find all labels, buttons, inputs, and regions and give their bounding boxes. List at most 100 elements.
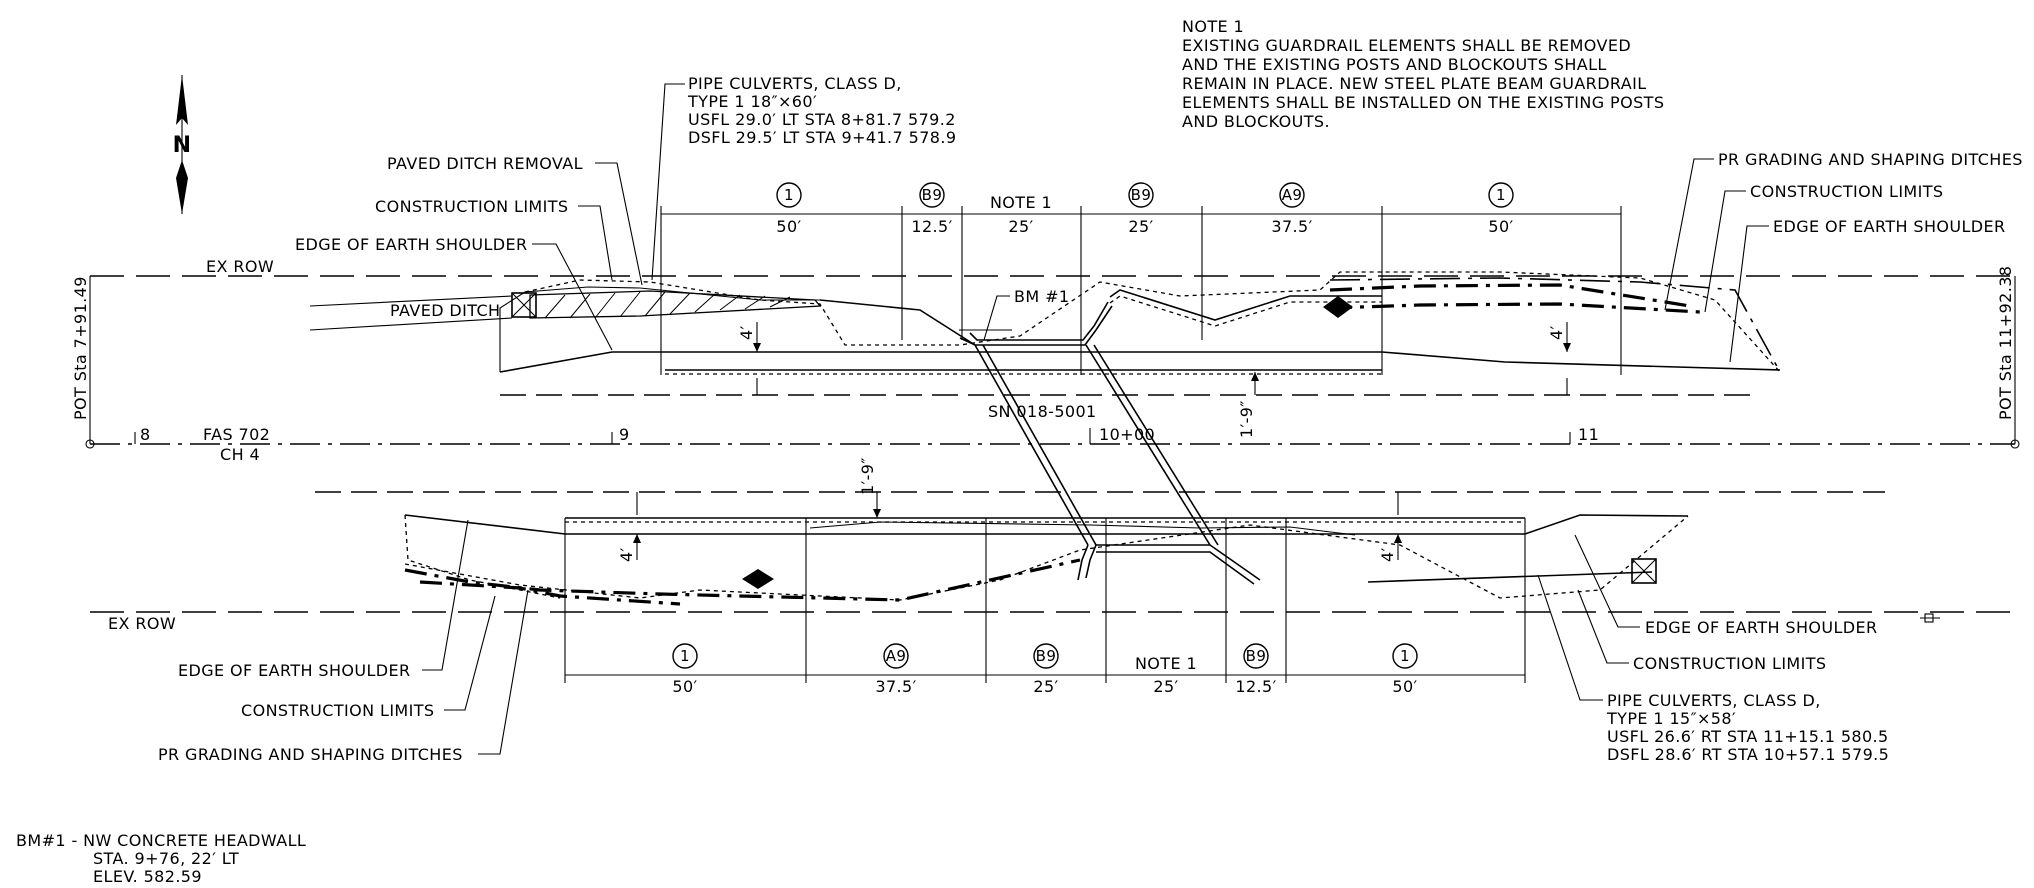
bottom-segment-2: A9 37.5′	[875, 643, 916, 696]
benchmark-line: ELEV. 582.59	[93, 867, 202, 886]
segment-length: 25′	[1153, 677, 1178, 696]
station-9-label: 9	[619, 425, 630, 444]
bridge-structure: BM #1 SN 018-5001	[959, 287, 1261, 585]
note-1-line: ELEMENTS SHALL BE INSTALLED ON THE EXIST…	[1182, 93, 1664, 112]
station-10-label: 10+00	[1099, 425, 1155, 444]
segment-length: 50′	[1392, 677, 1417, 696]
segment-length: 50′	[672, 677, 697, 696]
bottom-segment-3: B9 25′	[1033, 643, 1059, 696]
pipe-culvert-note-bottom: PIPE CULVERTS, CLASS D, TYPE 1 15″×58′ U…	[1537, 574, 1889, 764]
note-1-line: AND THE EXISTING POSTS AND BLOCKOUTS SHA…	[1182, 55, 1607, 74]
segment-symbol: 1	[1400, 647, 1410, 665]
bottom-segment-1: 1 50′	[672, 643, 698, 696]
paved-ditch-label: PAVED DITCH	[390, 301, 501, 320]
top-segment-4: B9 25′	[1128, 182, 1154, 236]
segment-length: 25′	[1008, 217, 1033, 236]
ex-row-label: EX ROW	[108, 614, 176, 633]
pipe-culvert-note-top: PIPE CULVERTS, CLASS D, TYPE 1 18″×60′ U…	[651, 74, 956, 281]
pipe-top-line: USFL 29.0′ LT STA 8+81.7 579.2	[688, 110, 956, 129]
segment-length: 50′	[1488, 217, 1513, 236]
segment-length: 12.5′	[911, 217, 952, 236]
dim-4-label: 4′	[617, 547, 636, 562]
construction-limits-label: CONSTRUCTION LIMITS	[241, 701, 435, 720]
top-segment-2: B9 12.5′	[911, 182, 952, 236]
pavement-edges	[315, 394, 1885, 493]
bottom-left-labels: EDGE OF EARTH SHOULDER CONSTRUCTION LIMI…	[158, 519, 529, 764]
benchmark-line: BM#1 - NW CONCRETE HEADWALL	[16, 831, 306, 850]
construction-limits-label: CONSTRUCTION LIMITS	[375, 197, 569, 216]
pipe-bottom-title: PIPE CULVERTS, CLASS D,	[1607, 691, 1821, 710]
dim-4-label: 4′	[1378, 547, 1397, 562]
benchmark-line: STA. 9+76, 22′ LT	[93, 849, 239, 868]
station-11-label: 11	[1578, 425, 1599, 444]
construction-limits-label: CONSTRUCTION LIMITS	[1633, 654, 1827, 673]
segment-length: 37.5′	[875, 677, 916, 696]
segment-symbol: 1	[1496, 186, 1506, 204]
bm1-label: BM #1	[1014, 287, 1069, 306]
dim-4-label: 4′	[737, 325, 756, 340]
ch-label: CH 4	[220, 445, 260, 464]
pipe-bottom-line: TYPE 1 15″×58′	[1606, 709, 1736, 728]
paved-ditch-removal-area	[529, 290, 822, 319]
top-segment-5: A9 37.5′	[1271, 182, 1312, 236]
pipe-top-title: PIPE CULVERTS, CLASS D,	[688, 74, 902, 93]
bottom-dimension-bar: 1 50′ A9 37.5′ B9 25′ NOTE 1 25′ B9 12.5…	[564, 518, 1526, 696]
top-left-labels: PAVED DITCH REMOVAL CONSTRUCTION LIMITS …	[206, 154, 643, 351]
inlet-box-bottom-icon	[1631, 558, 1657, 584]
pipe-top-line: DSFL 29.5′ LT STA 9+41.7 578.9	[688, 128, 956, 147]
edge-of-earth-shoulder-label: EDGE OF EARTH SHOULDER	[178, 661, 411, 680]
dim-1-9-label: 1′-9″	[1237, 400, 1256, 438]
segment-symbol: A9	[886, 647, 907, 665]
bottom-segment-6: 1 50′	[1392, 643, 1418, 696]
note-1-title: NOTE 1	[1182, 17, 1244, 36]
bottom-segment-4: NOTE 1 25′	[1135, 654, 1197, 696]
earth-shoulder-top	[499, 351, 1781, 373]
segment-symbol: 1	[784, 186, 794, 204]
segment-length: 37.5′	[1271, 217, 1312, 236]
centerline: 8 9 10+00 11 FAS 702 CH 4 POT Sta 7+91.4…	[71, 266, 2020, 464]
segment-symbol: A9	[1282, 186, 1303, 204]
segment-length: 12.5′	[1235, 677, 1276, 696]
paved-ditch-removal-label: PAVED DITCH REMOVAL	[387, 154, 583, 173]
benchmark-diamond-top-icon	[1323, 296, 1353, 318]
segment-symbol: B9	[1131, 186, 1152, 204]
pr-grading-label: PR GRADING AND SHAPING DITCHES	[158, 745, 463, 764]
construction-limits-top	[524, 271, 1781, 373]
segment-length: 25′	[1128, 217, 1153, 236]
north-arrow: N	[173, 75, 191, 214]
benchmark-note: BM#1 - NW CONCRETE HEADWALL STA. 9+76, 2…	[16, 831, 306, 886]
note-1-line: AND BLOCKOUTS.	[1182, 112, 1330, 131]
segment-symbol: NOTE 1	[1135, 654, 1197, 673]
construction-limits-label: CONSTRUCTION LIMITS	[1750, 182, 1944, 201]
pr-grading-label: PR GRADING AND SHAPING DITCHES	[1718, 150, 2023, 169]
benchmark-diamond-bottom-icon	[742, 569, 774, 589]
bottom-segment-5: B9 12.5′	[1235, 643, 1276, 696]
note-1-line: REMAIN IN PLACE. NEW STEEL PLATE BEAM GU…	[1182, 74, 1647, 93]
pot-right-label: POT Sta 11+92.38	[1996, 266, 2015, 420]
inlet-box-top-icon	[511, 292, 537, 318]
top-segment-6: 1 50′	[1488, 182, 1514, 236]
segment-symbol: B9	[1036, 647, 1057, 665]
edge-of-earth-shoulder-label: EDGE OF EARTH SHOULDER	[1645, 618, 1878, 637]
top-right-labels: PR GRADING AND SHAPING DITCHES CONSTRUCT…	[1664, 150, 2023, 363]
top-dimension-bar: 1 50′ B9 12.5′ NOTE 1 25′ B9 25′ A9 37.5…	[660, 182, 1622, 375]
bottom-grading: 4′ 4′ 1′-9″	[404, 457, 1689, 606]
edge-of-earth-shoulder-label: EDGE OF EARTH SHOULDER	[295, 235, 528, 254]
dim-4-label: 4′	[1547, 325, 1566, 340]
top-grading: 4′ 4′ 1′-9″	[309, 271, 1781, 438]
segment-symbol: 1	[680, 647, 690, 665]
ex-row-label: EX ROW	[206, 257, 274, 276]
dim-1-9-label: 1′-9″	[858, 457, 877, 495]
top-segment-1: 1 50′	[776, 182, 802, 236]
pipe-bottom-line: USFL 26.6′ RT STA 11+15.1 580.5	[1607, 727, 1889, 746]
pot-left-label: POT Sta 7+91.49	[71, 276, 90, 420]
note-1: NOTE 1 EXISTING GUARDRAIL ELEMENTS SHALL…	[1182, 17, 1664, 131]
edge-of-earth-shoulder-label: EDGE OF EARTH SHOULDER	[1773, 217, 2006, 236]
segment-symbol: NOTE 1	[990, 193, 1052, 212]
bottom-right-labels: EDGE OF EARTH SHOULDER CONSTRUCTION LIMI…	[1537, 534, 1889, 764]
segment-symbol: B9	[922, 186, 943, 204]
station-8-label: 8	[140, 425, 151, 444]
structure-number-label: SN 018-5001	[988, 402, 1097, 421]
pipe-top-line: TYPE 1 18″×60′	[687, 92, 817, 111]
